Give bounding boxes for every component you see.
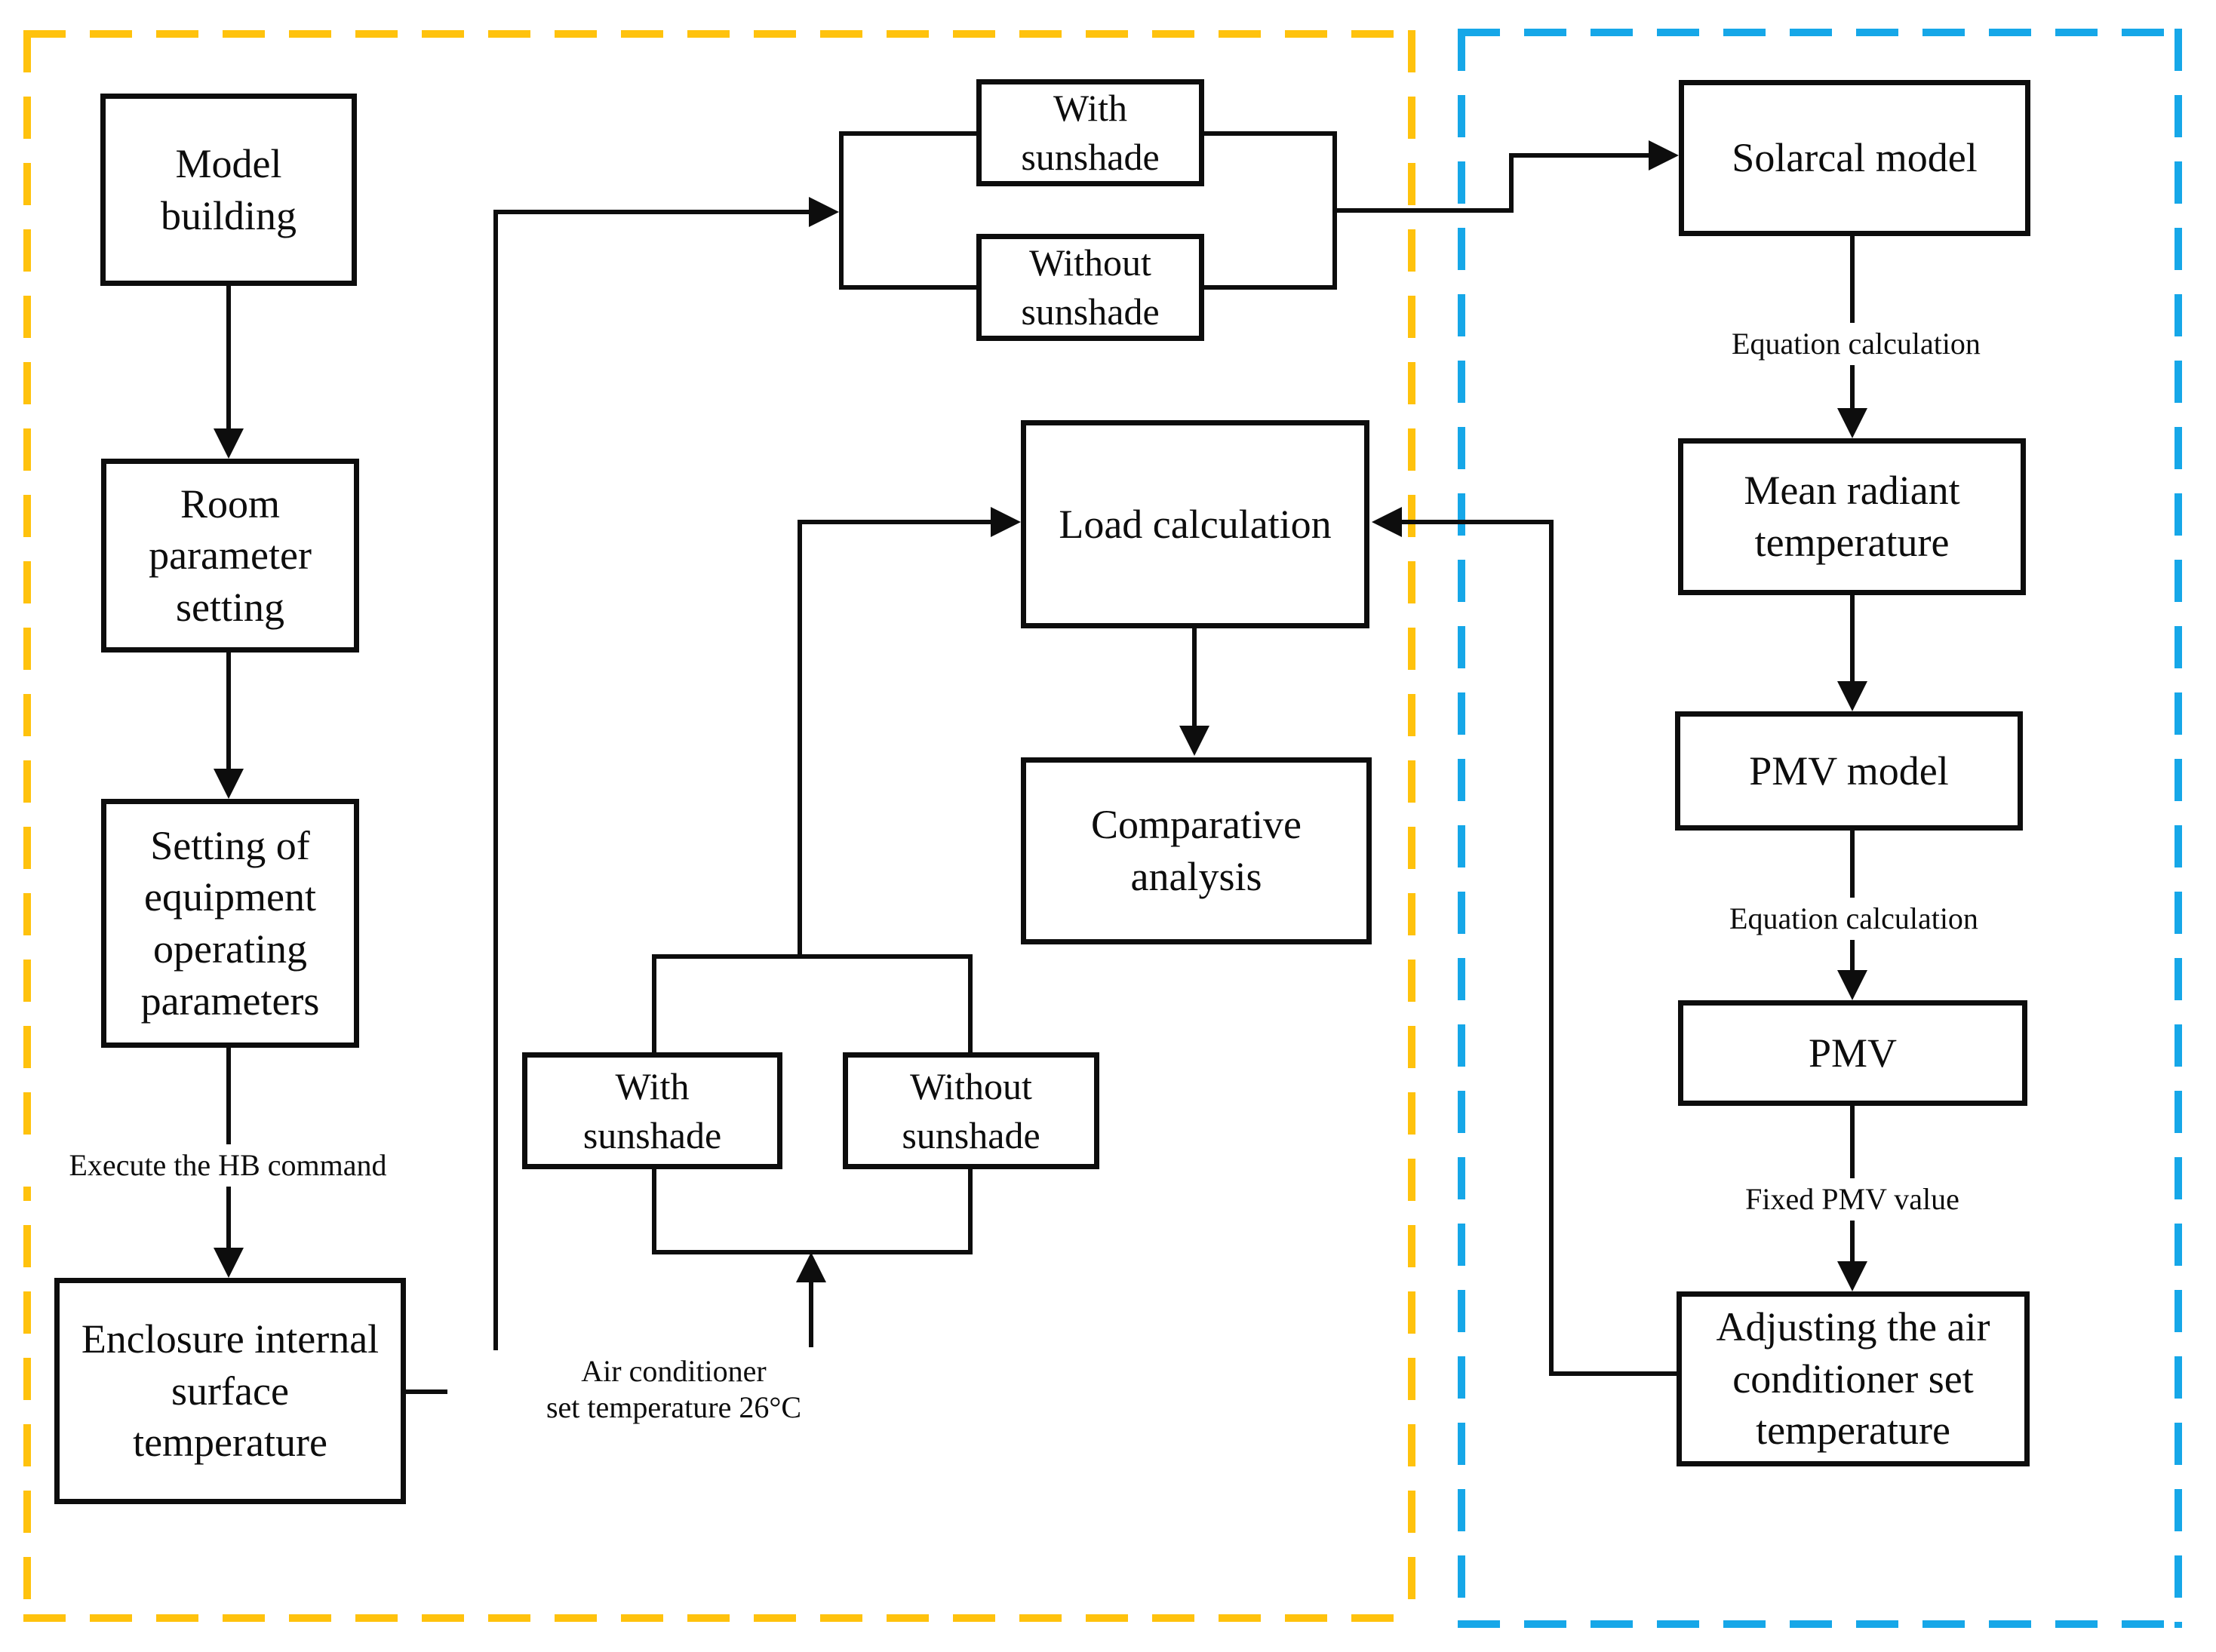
edge-feedback-into-load <box>1402 520 1553 524</box>
edge-bracket-out-horizontal <box>1332 208 1512 213</box>
ac-label-line1: Air conditioner <box>581 1354 767 1388</box>
edge-label-fixed-pmv-value: Fixed PMV value <box>1709 1178 1996 1221</box>
node-model-building: Model building <box>100 94 357 286</box>
edge-label-equation-calculation-bottom: Equation calculation <box>1695 898 2012 940</box>
arrowhead-pmv-model-to-pmv <box>1837 970 1867 1000</box>
arrowhead-solarcal-to-mrt <box>1837 408 1867 438</box>
edge-to-top-bracket-horizontal <box>493 210 813 214</box>
blue-region-border-top <box>1458 29 2182 36</box>
edge-adjust-feedback-horizontal <box>1551 1371 1677 1376</box>
node-load-calculation: Load calculation <box>1021 420 1369 628</box>
node-room-parameter-setting: Room parameter setting <box>101 459 359 653</box>
edge-into-solarcal-horizontal <box>1509 153 1649 158</box>
arrowhead-into-solarcal <box>1649 140 1679 170</box>
node-mean-radiant-temperature: Mean radiant temperature <box>1678 438 2026 595</box>
edge-bottom-bracket-to-load-vertical <box>798 520 802 957</box>
edge-label-equation-calculation-top: Equation calculation <box>1698 323 2015 365</box>
yellow-region-border-right <box>1408 30 1415 1622</box>
blue-region-border-left <box>1458 29 1465 1628</box>
arrowhead-room-to-equipment <box>214 769 244 799</box>
node-pmv-model: PMV model <box>1675 711 2023 831</box>
yellow-region-border-left <box>23 30 31 1622</box>
node-solarcal-model: Solarcal model <box>1679 80 2030 236</box>
node-enclosure-internal-surface-temperature: Enclosure internal surface temperature <box>54 1278 406 1504</box>
yellow-region-border-top <box>23 30 1415 38</box>
edge-bottom-bracket-to-load-horizontal <box>798 520 992 524</box>
node-pmv: PMV <box>1678 1000 2027 1106</box>
node-without-sunshade-top: Without sunshade <box>976 234 1204 341</box>
edge-model-to-room <box>226 286 231 431</box>
node-adjusting-ac-set-temperature: Adjusting the air conditioner set temper… <box>1677 1291 2030 1466</box>
arrowhead-model-to-room <box>214 428 244 459</box>
arrowhead-into-load-left <box>991 507 1021 537</box>
edge-enclosure-up-vertical <box>493 210 498 1394</box>
arrowhead-load-to-comparative <box>1179 726 1209 756</box>
blue-region-border-right <box>2175 29 2182 1628</box>
edge-adjust-feedback-vertical <box>1549 520 1554 1376</box>
yellow-region-border-bottom <box>23 1614 1415 1622</box>
arrowhead-feedback-into-load <box>1372 507 1402 537</box>
node-equipment-operating-parameters: Setting of equipment operating parameter… <box>101 799 359 1048</box>
edge-bracket-out-vertical <box>1509 153 1514 213</box>
edge-room-to-equipment <box>226 653 231 772</box>
node-comparative-analysis: Comparative analysis <box>1021 757 1372 944</box>
node-with-sunshade-top: With sunshade <box>976 79 1204 186</box>
edge-label-execute-hb-command: Execute the HB command <box>17 1144 439 1187</box>
arrowhead-into-top-bracket <box>809 197 839 227</box>
arrowhead-mrt-to-pmv-model <box>1837 681 1867 711</box>
blue-region-border-bottom <box>1458 1620 2182 1628</box>
edge-ac-label-vertical <box>809 1279 813 1347</box>
arrowhead-pmv-to-adjust <box>1837 1261 1867 1291</box>
ac-label-line2: set temperature 26°C <box>546 1390 802 1424</box>
arrowhead-ac-into-bracket <box>796 1252 826 1282</box>
node-without-sunshade-bottom: Without sunshade <box>843 1052 1099 1169</box>
arrowhead-equipment-to-enclosure <box>214 1248 244 1278</box>
edge-label-ac-set-temperature: Air conditioner set temperature 26°C <box>447 1350 900 1429</box>
edge-mrt-to-pmv-model <box>1850 595 1855 684</box>
edge-load-to-comparative <box>1192 628 1197 729</box>
node-with-sunshade-bottom: With sunshade <box>522 1052 782 1169</box>
